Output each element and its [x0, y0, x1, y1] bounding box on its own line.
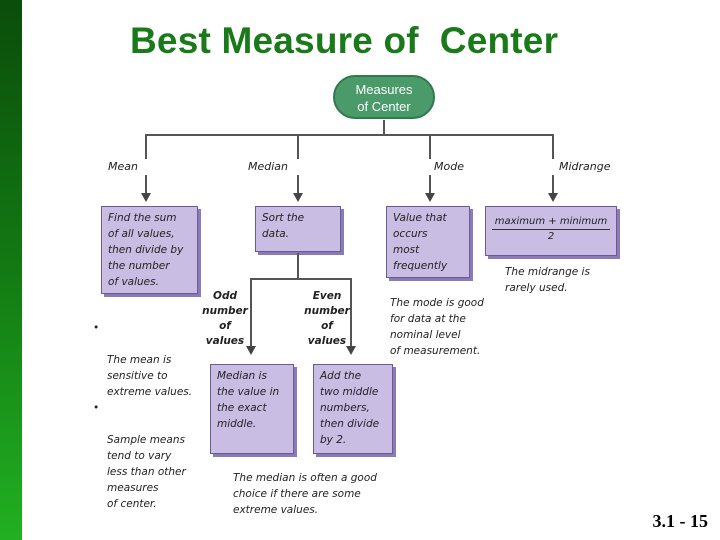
label-even-number: Even number of values: [304, 290, 350, 347]
connector-mode-top: [429, 134, 431, 159]
left-accent-bar: [0, 0, 22, 540]
connector-mean-down: [145, 175, 147, 195]
root-label-line1: Measures: [355, 82, 413, 97]
connector-even-down: [350, 278, 352, 348]
connector-midrange-down: [552, 175, 554, 195]
arrow-mean: [141, 193, 151, 202]
midrange-denominator: 2: [547, 231, 555, 242]
connector-median-sort-down: [297, 253, 299, 279]
page-number: 3.1 - 15: [652, 511, 709, 531]
connector-midrange-top: [552, 134, 554, 159]
slide-title: Best Measure of Center: [130, 20, 559, 61]
mean-note-text: Sample means tend to vary less than othe…: [107, 434, 186, 510]
bullet-icon: •: [93, 322, 100, 334]
box-median-sort: Sort the data.: [255, 206, 341, 252]
note-median: The median is often a good choice if the…: [233, 472, 377, 516]
connector-mean-top: [145, 134, 147, 159]
label-midrange: Midrange: [559, 160, 611, 173]
box-mean-definition: Find the sum of all values, then divide …: [101, 206, 198, 294]
arrow-even: [346, 346, 356, 355]
note-midrange: The midrange is rarely used.: [505, 266, 590, 294]
arrow-mode: [425, 193, 435, 202]
label-median: Median: [248, 160, 289, 173]
box-median-even: Add the two middle numbers, then divide …: [313, 364, 393, 454]
label-mode: Mode: [434, 160, 464, 173]
midrange-numerator: maximum + minimum: [494, 216, 608, 227]
bullet-icon: •: [93, 402, 100, 414]
label-odd-number: Odd number of values: [202, 290, 248, 347]
label-mean: Mean: [108, 160, 138, 173]
arrow-odd: [246, 346, 256, 355]
connector-median-down: [297, 175, 299, 195]
arrow-median: [293, 193, 303, 202]
box-median-odd: Median is the value in the exact middle.: [210, 364, 294, 454]
box-mode-definition: Value that occurs most frequently: [386, 206, 470, 278]
connector-odd-down: [250, 278, 252, 348]
root-label-line2: of Center: [357, 99, 411, 114]
fraction-bar: [492, 229, 610, 230]
connector-mode-down: [429, 175, 431, 195]
arrow-midrange: [548, 193, 558, 202]
mean-notes-list: • The mean is sensitive to extreme value…: [93, 320, 192, 512]
box-midrange-formula: maximum + minimum 2: [485, 206, 617, 256]
connector-median-split: [250, 278, 352, 280]
note-mode: The mode is good for data at the nominal…: [390, 297, 484, 357]
mean-note-item: • The mean is sensitive to extreme value…: [93, 320, 192, 400]
mean-note-item: • Sample means tend to vary less than ot…: [93, 400, 192, 512]
connector-horizontal-top: [145, 134, 553, 136]
connector-median-top: [297, 134, 299, 159]
root-node-measures-of-center: Measures of Center: [333, 75, 435, 119]
connector-root-down: [383, 120, 385, 135]
mean-note-text: The mean is sensitive to extreme values.: [107, 354, 193, 398]
